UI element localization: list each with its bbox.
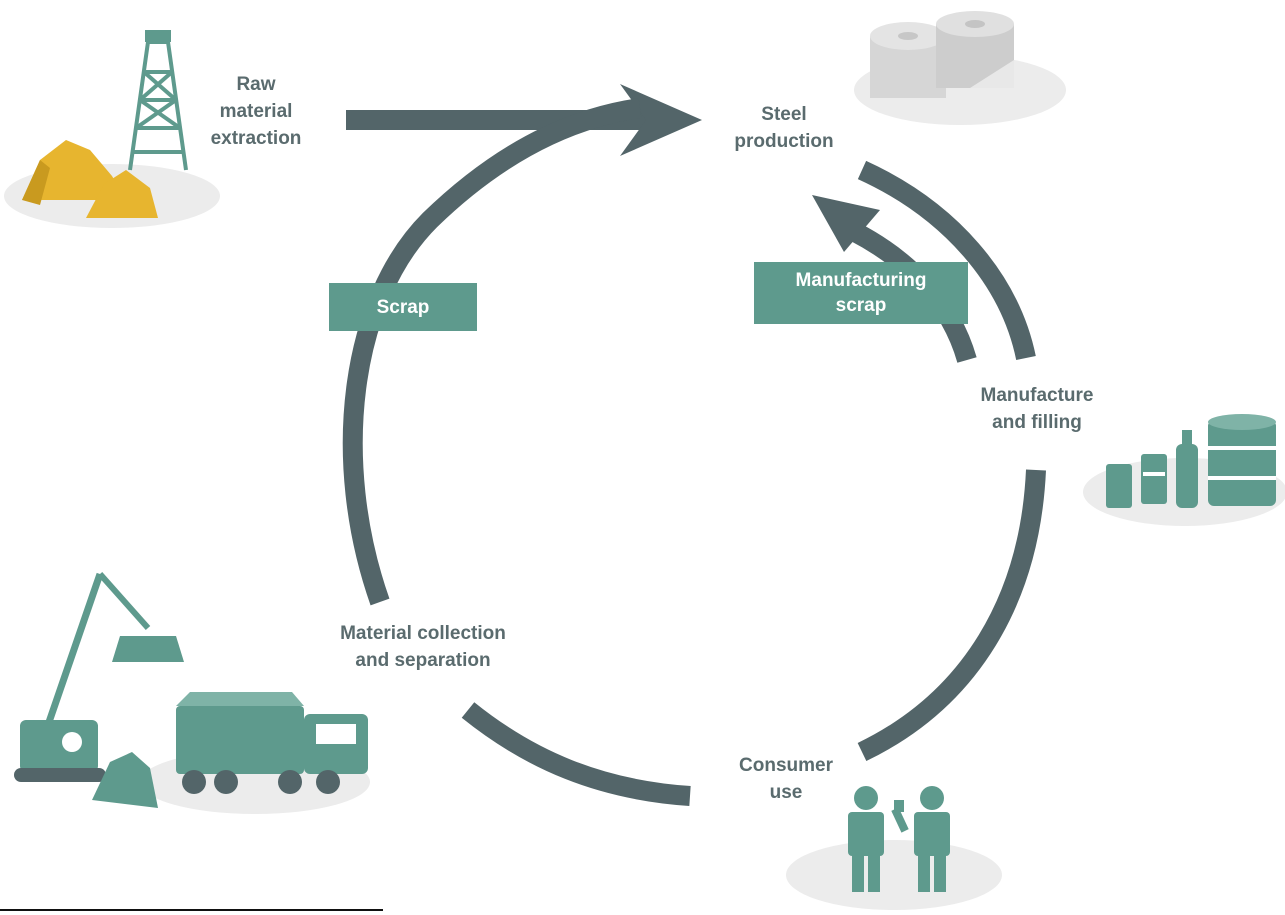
footnote-rule [0, 909, 383, 911]
manufacture-line1: Manufacture [980, 385, 1094, 406]
consumer-line2: use [769, 782, 803, 803]
raw-material-extraction-label: Raw material extraction [196, 71, 316, 152]
collection-line2: and separation [355, 650, 491, 671]
manufacture-to-consumer-arc [857, 469, 1046, 762]
consumer-to-collection-arc [461, 702, 691, 806]
scrap-tag: Scrap [329, 283, 477, 331]
manufacturing-scrap-tag: Manufacturing scrap [754, 262, 968, 324]
oil-derrick-and-ore-piles-icon [22, 30, 188, 218]
steel-production-line1: Steel [761, 104, 807, 125]
cans-and-drum-icon [1106, 414, 1276, 508]
scrap-tag-text: Scrap [376, 296, 430, 318]
manufacture-line2: and filling [992, 412, 1082, 433]
raw-material-line3: extraction [210, 128, 302, 149]
raw-material-line1: Raw [236, 74, 276, 95]
raw-material-line2: material [219, 101, 293, 122]
steel-production-label: Steel production [716, 101, 852, 155]
scrap-arc [342, 98, 642, 606]
manufacturing-scrap-line1: Manufacturing [795, 270, 927, 291]
crane-and-dump-truck-icon [14, 572, 368, 808]
collection-line1: Material collection [340, 623, 506, 644]
material-collection-label: Material collection and separation [312, 620, 534, 674]
manufacturing-scrap-line2: scrap [835, 295, 887, 316]
consumer-shadow [786, 840, 1002, 910]
steel-production-line2: production [734, 131, 834, 152]
steel-coils-icon [870, 11, 1014, 98]
two-people-icon [848, 786, 950, 892]
consumer-line1: Consumer [739, 755, 833, 776]
steel-to-manufacture-arc [857, 160, 1036, 361]
consumer-use-label: Consumer use [720, 752, 852, 806]
manufacture-and-filling-label: Manufacture and filling [962, 382, 1112, 436]
